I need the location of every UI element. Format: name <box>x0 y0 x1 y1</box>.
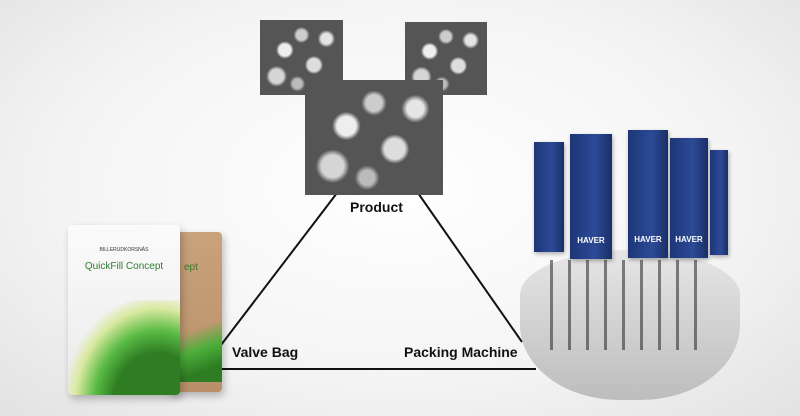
valve-bag-front: BILLERUDKORSNÄS QuickFill Concept <box>68 225 180 395</box>
machine-brand: HAVER <box>577 236 605 245</box>
machine-spouts <box>550 260 710 350</box>
machine-column: HAVER <box>628 130 668 258</box>
machine-brand: HAVER <box>675 235 703 244</box>
valve-bag-label: Valve Bag <box>232 344 299 360</box>
bag-swoosh <box>68 300 180 395</box>
packing-machine-label: Packing Machine <box>404 344 518 360</box>
product-to-bag-line <box>220 192 338 346</box>
product-label: Product <box>350 199 403 215</box>
machine-column: HAVER <box>570 134 612 259</box>
product-to-machine-line <box>417 192 523 343</box>
machine-column <box>534 142 564 252</box>
packing-machine: HAVER HAVER HAVER <box>520 130 740 402</box>
machine-brand: HAVER <box>634 235 662 244</box>
bag-product-name: QuickFill Concept <box>84 261 164 272</box>
bag-back-text: ept <box>184 262 198 273</box>
machine-column <box>710 150 728 255</box>
bag-brand-logo: BILLERUDKORSNÄS <box>99 247 149 253</box>
machine-column: HAVER <box>670 138 708 258</box>
product-micrograph-center <box>305 80 443 195</box>
